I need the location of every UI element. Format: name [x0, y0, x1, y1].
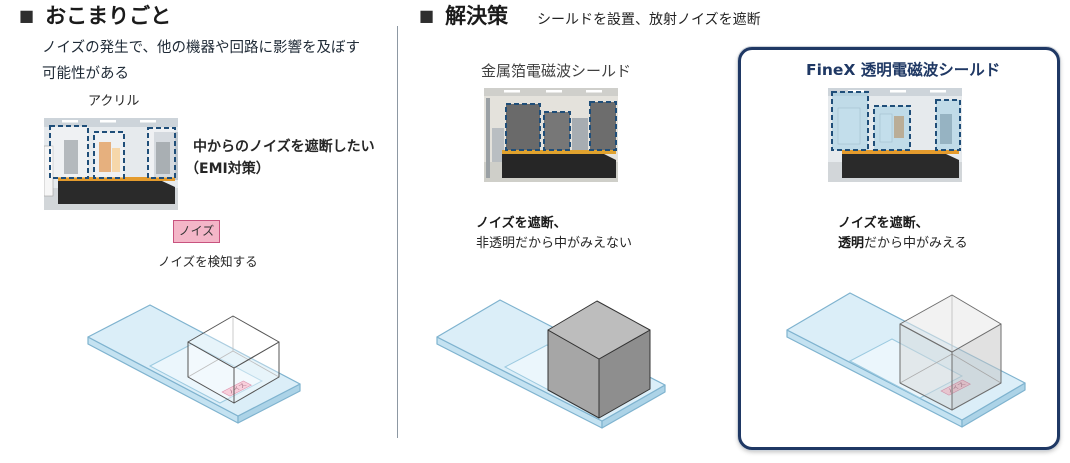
section-divider	[397, 26, 398, 438]
metal-foil-shield-diagram	[436, 299, 666, 429]
metal-shield-top-face	[547, 300, 651, 360]
noise-source-tag: ノイズ	[221, 380, 252, 397]
inner-machine	[112, 148, 120, 172]
noise-tag-label: ノイズ	[224, 382, 250, 395]
metal-foil-shield-title: 金属箔電磁波シールド	[481, 62, 632, 80]
ceiling-light	[62, 120, 78, 123]
ceiling-light	[586, 90, 602, 93]
metal-foil-point: ノイズを遮断、	[476, 216, 567, 231]
side-cabinet	[44, 145, 54, 197]
acrylic-cover-right-face	[233, 341, 280, 404]
finex-transparent-shield-photo	[828, 88, 962, 182]
acrylic-cover-left-face	[187, 341, 235, 404]
solution-subtitle: シールドを設置、放射ノイズを遮断	[537, 12, 761, 28]
finex-detail-rest: だから中がみえる	[864, 236, 968, 251]
ceiling-light	[100, 120, 116, 123]
metal-foil-detail: 非透明だから中がみえない	[476, 236, 633, 251]
noise-badge: ノイズ	[173, 220, 220, 243]
board-top	[87, 304, 301, 417]
problem-header: ■ おこまりごと	[19, 3, 171, 29]
acrylic-cover-top-face	[187, 315, 280, 369]
board-side-right	[601, 384, 666, 429]
board-side-right	[237, 383, 301, 424]
acrylic-panel	[147, 127, 176, 179]
base-stripe	[842, 150, 959, 154]
finex-detail: 透明だから中がみえる	[838, 236, 968, 252]
inner-board	[148, 343, 264, 404]
cover-hidden-edge	[187, 350, 234, 378]
metal-shield-right-face	[598, 329, 651, 419]
noise-tag-body	[221, 380, 252, 397]
inner-machine	[156, 142, 170, 174]
problem-description-line-2: 可能性がある	[42, 66, 129, 82]
ceiling-light	[890, 90, 906, 93]
ceiling-light	[504, 90, 520, 93]
machine-base	[502, 154, 616, 178]
metal-foil-panel	[505, 103, 541, 151]
machine-base	[58, 181, 175, 204]
metal-foil-panel	[543, 111, 571, 151]
metal-shield-left-face	[547, 329, 600, 419]
solution-bullet: ■	[419, 6, 435, 25]
cover-hidden-edge	[232, 350, 280, 378]
board-side-left	[87, 336, 239, 424]
acrylic-enclosure-photo	[44, 118, 178, 210]
finex-shield-title: FineX 透明電磁波シールド	[806, 61, 1001, 79]
transparent-shield-panel	[935, 99, 961, 151]
ceiling-light	[140, 120, 156, 123]
support-pole	[486, 98, 490, 178]
noise-detect-text: ノイズを検知する	[158, 254, 258, 269]
board-side-left	[436, 336, 603, 429]
problem-goal-line-2: （EMI対策）	[185, 161, 270, 177]
base-stripe	[502, 150, 616, 154]
machine-base	[842, 154, 959, 178]
metal-foil-panel	[589, 101, 617, 151]
acrylic-cover-diagram: ノイズ	[87, 304, 301, 424]
acrylic-panel	[49, 125, 89, 179]
transparent-shield-panel	[873, 105, 911, 151]
metal-foil-shield-photo	[484, 88, 618, 182]
problem-goal-line-1: 中からのノイズを遮断したい	[193, 139, 375, 155]
background-equipment	[572, 118, 588, 152]
transparent-shield-panel	[831, 91, 869, 151]
inner-board	[503, 344, 619, 405]
background-equipment	[492, 128, 504, 162]
acrylic-panel	[93, 131, 125, 179]
solution-header: ■ 解決策	[419, 3, 508, 29]
ceiling-light	[546, 90, 562, 93]
inner-machine	[99, 142, 111, 172]
problem-description-line-1: ノイズの発生で、他の機器や回路に影響を及ぼす	[42, 40, 360, 56]
finex-point: ノイズを遮断、	[838, 216, 929, 231]
problem-title: おこまりごと	[45, 4, 172, 28]
finex-detail-emphasis: 透明	[838, 236, 865, 251]
problem-bullet: ■	[19, 6, 35, 25]
inner-machine	[64, 140, 78, 174]
acrylic-photo-caption: アクリル	[88, 94, 140, 109]
solution-title: 解決策	[445, 4, 509, 28]
board-top	[436, 299, 666, 422]
ceiling-light	[930, 90, 946, 93]
